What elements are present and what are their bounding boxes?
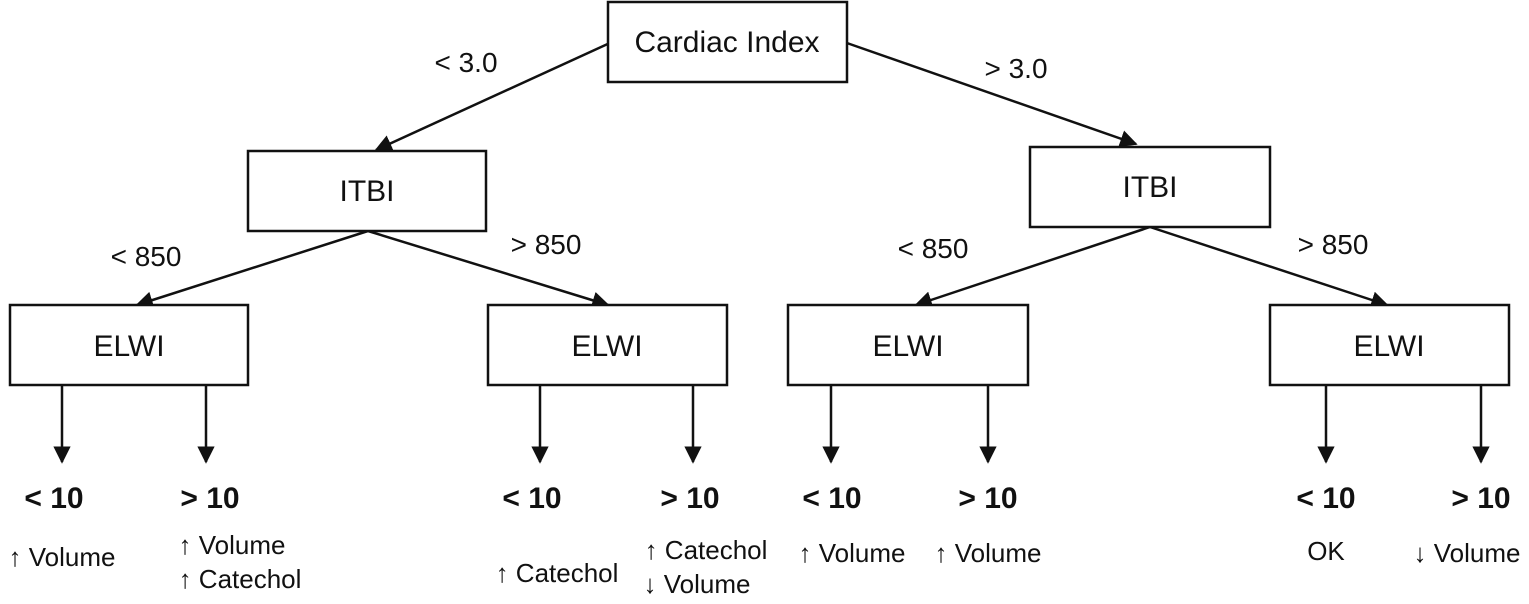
node-itbi-left — [246, 149, 488, 233]
action-1b-1: ↑ Volume — [179, 530, 286, 560]
node-itbi-right — [1028, 145, 1272, 229]
elwi-4-label: ELWI — [1353, 330, 1424, 363]
threshold-3a: < 10 — [802, 482, 861, 515]
itbi-right-label: ITBI — [1122, 171, 1177, 204]
action-4b-1: ↓ Volume — [1414, 538, 1521, 568]
node-elwi-2 — [486, 303, 729, 387]
node-elwi-3 — [786, 303, 1030, 387]
node-elwi-4 — [1268, 303, 1511, 387]
threshold-3b: > 10 — [958, 482, 1017, 515]
edges — [53, 40, 1490, 464]
threshold-1a: < 10 — [24, 482, 83, 515]
edge-label-itbi-l-high: > 850 — [511, 229, 582, 260]
edge-itbi-left-to-elwi-2 — [367, 229, 610, 309]
action-3b-1: ↑ Volume — [935, 538, 1042, 568]
nodes — [8, 0, 1511, 387]
threshold-2b: > 10 — [660, 482, 719, 515]
edge-label-ci-high: > 3.0 — [984, 53, 1047, 84]
threshold-4a: < 10 — [1296, 482, 1355, 515]
edge-label-itbi-r-low: < 850 — [898, 233, 969, 264]
action-2b-1: ↑ Catechol — [645, 535, 768, 565]
edge-root-to-itbi-left — [374, 40, 613, 152]
node-elwi-1 — [8, 303, 250, 387]
edge-itbi-left-to-elwi-1 — [135, 229, 369, 309]
edge-itbi-right-to-elwi-3 — [914, 225, 1151, 309]
action-1b-2: ↑ Catechol — [179, 564, 302, 594]
threshold-4b: > 10 — [1451, 482, 1510, 515]
edge-label-ci-low: < 3.0 — [434, 47, 497, 78]
edge-itbi-right-to-elwi-4 — [1149, 225, 1389, 309]
edge-label-itbi-l-low: < 850 — [111, 241, 182, 272]
action-3a-1: ↑ Volume — [799, 538, 906, 568]
edge-label-itbi-r-high: > 850 — [1298, 229, 1369, 260]
node-cardiac-index — [606, 0, 849, 84]
edge-root-to-itbi-right — [843, 40, 1138, 148]
elwi-2-label: ELWI — [571, 330, 642, 363]
action-1a-1: ↑ Volume — [9, 542, 116, 572]
elwi-1-label: ELWI — [93, 330, 164, 363]
action-2a-1: ↑ Catechol — [496, 558, 619, 588]
threshold-2a: < 10 — [502, 482, 561, 515]
action-2b-2: ↓ Volume — [644, 569, 751, 599]
elwi-3-label: ELWI — [872, 330, 943, 363]
root-label: Cardiac Index — [634, 26, 819, 59]
itbi-left-label: ITBI — [339, 175, 394, 208]
threshold-1b: > 10 — [180, 482, 239, 515]
action-4a-1: OK — [1307, 536, 1345, 566]
